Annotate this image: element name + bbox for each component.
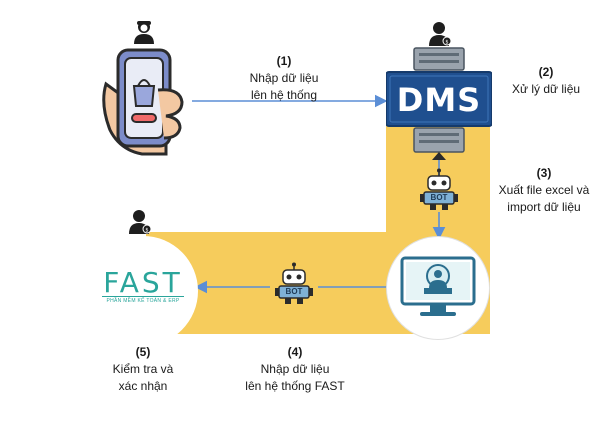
phone-shopping-icon bbox=[102, 48, 184, 156]
step-5-label: (5) Kiểm tra và xác nhận bbox=[88, 344, 198, 395]
fast-underline bbox=[102, 296, 184, 297]
step-number: (1) bbox=[276, 54, 292, 68]
step-text: Xử lý dữ liệu bbox=[511, 82, 581, 96]
step-3-label: (3) Xuất file excel và import dữ liệu bbox=[490, 165, 598, 216]
step-number: (3) bbox=[536, 166, 552, 180]
dms-server-icon bbox=[386, 47, 492, 160]
monitor-user-icon bbox=[400, 256, 476, 316]
fast-tagline: PHẦN MỀM KẾ TOÁN & ERP bbox=[106, 298, 180, 304]
bot-robot-icon bbox=[275, 262, 313, 304]
step-text: Nhập dữ liệu bbox=[260, 362, 330, 376]
svg-text:$: $ bbox=[445, 40, 448, 46]
step-1-label: (1) Nhập dữ liệu lên hệ thống bbox=[224, 53, 344, 104]
dms-label: DMS bbox=[396, 81, 482, 119]
step-text: Xuất file excel và bbox=[498, 183, 590, 197]
user-icon bbox=[134, 21, 154, 44]
svg-text:$: $ bbox=[145, 228, 148, 234]
step-text: Kiểm tra và bbox=[112, 362, 174, 376]
bot-label: BOT bbox=[285, 287, 303, 296]
step-number: (4) bbox=[287, 345, 303, 359]
step-text: lên hệ thống FAST bbox=[245, 379, 345, 393]
fast-logo: FAST bbox=[103, 266, 183, 299]
step-2-label: (2) Xử lý dữ liệu bbox=[498, 64, 594, 98]
user-icon: $ bbox=[129, 210, 152, 234]
step-text: import dữ liệu bbox=[507, 200, 581, 214]
step-text: lên hệ thống bbox=[250, 88, 318, 102]
step-text: Nhập dữ liệu bbox=[249, 71, 319, 85]
step-text: xác nhận bbox=[118, 379, 168, 393]
bot-label: BOT bbox=[430, 193, 448, 202]
step-4-label: (4) Nhập dữ liệu lên hệ thống FAST bbox=[230, 344, 360, 395]
bot-robot-icon bbox=[420, 168, 458, 210]
fast-logo-circle bbox=[88, 236, 198, 346]
step-number: (5) bbox=[135, 345, 151, 359]
user-icon: $ bbox=[429, 22, 452, 46]
step-number: (2) bbox=[538, 65, 554, 79]
